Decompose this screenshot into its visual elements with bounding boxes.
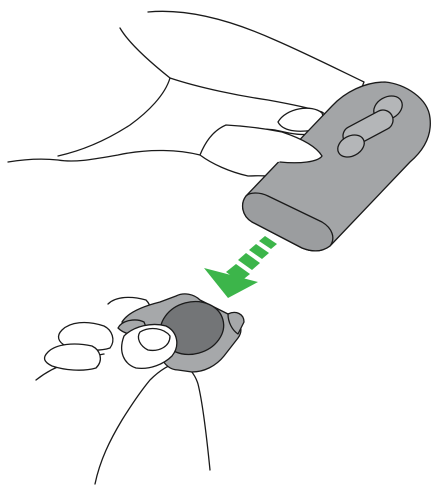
arrow-stripe-1 xyxy=(226,264,250,282)
arrow-head xyxy=(204,268,258,298)
pull-direction-arrow-icon xyxy=(204,236,277,298)
remote-bottom-button xyxy=(337,134,365,158)
arrow-stripe-4 xyxy=(259,236,277,249)
battery-tray-tab-right xyxy=(227,311,245,335)
left-hand-finger-1 xyxy=(57,321,114,351)
left-hand-finger-2 xyxy=(43,343,102,371)
remote-end-face xyxy=(241,192,334,252)
right-hand-fingers xyxy=(199,124,323,164)
remote-control-icon xyxy=(241,81,431,252)
left-thumbnail xyxy=(137,327,171,352)
arrow-stripe-2 xyxy=(238,253,260,270)
left-hand-palm xyxy=(35,353,211,485)
right-hand-finger-lower xyxy=(199,124,323,164)
left-hand-thumb xyxy=(121,323,178,370)
arrow-stripe-3 xyxy=(249,244,269,259)
